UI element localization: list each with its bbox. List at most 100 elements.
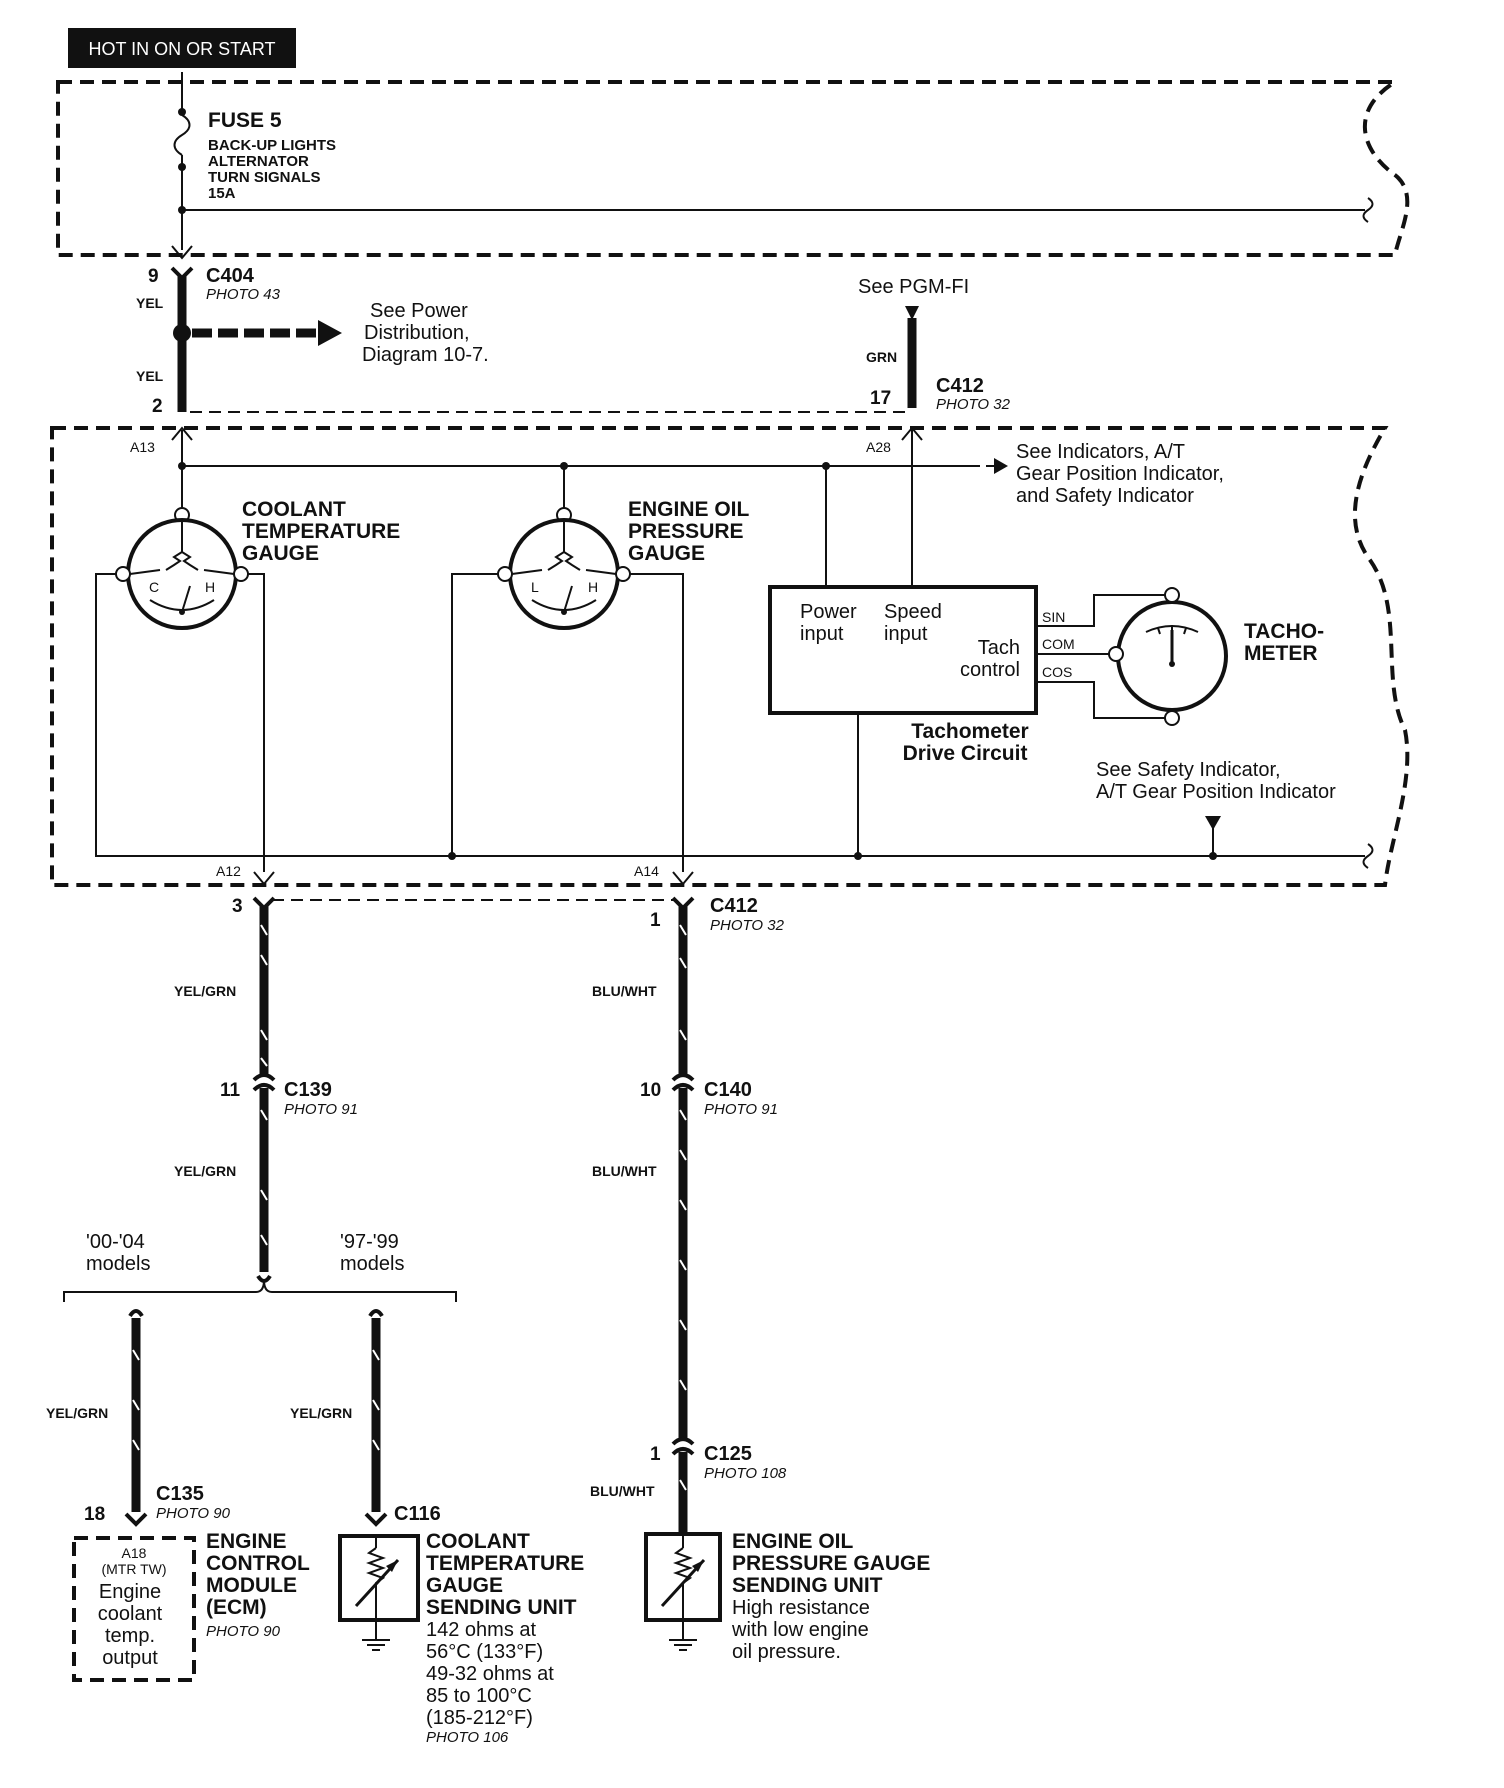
- coolant-sender-title-1: COOLANT: [426, 1530, 530, 1553]
- ecm-title-2: CONTROL: [206, 1552, 310, 1575]
- fuse-5: [173, 72, 1374, 250]
- tach-speed-input-1: Speed: [884, 601, 942, 623]
- ecm-title-4: (ECM): [206, 1596, 267, 1619]
- ground-bus: [95, 573, 1365, 857]
- oil-gauge-label-3: GAUGE: [628, 542, 705, 565]
- power-distribution-ref-2: Distribution,: [364, 322, 470, 344]
- com-label: COM: [1042, 636, 1075, 652]
- safety-ref-arrow: [1205, 816, 1221, 830]
- wire-yel-1: YEL: [136, 295, 164, 311]
- gauge-assembly-outline: [50, 426, 1410, 887]
- wire-yel-grn-1: YEL/GRN: [174, 983, 236, 999]
- coolant-sender-spec-3: 49-32 ohms at: [426, 1663, 554, 1685]
- c412-bottom-name: C412: [710, 895, 758, 917]
- coolant-sender-title-3: GAUGE: [426, 1574, 503, 1597]
- fuse-box-outline: [56, 80, 1410, 257]
- blu-wht-harness: [671, 906, 695, 1532]
- c404-name: C404: [206, 265, 255, 287]
- c125-name: C125: [704, 1443, 752, 1465]
- pin-a12: A12: [216, 863, 241, 879]
- coolant-sender-spec-2: 56°C (133°F): [426, 1641, 543, 1663]
- oil-gauge-low: L: [531, 579, 539, 595]
- c412-top-photo: PHOTO 32: [936, 396, 1011, 413]
- coolant-sender-photo: PHOTO 106: [426, 1729, 509, 1746]
- coolant-sender-title-4: SENDING UNIT: [426, 1596, 577, 1619]
- tachometer: [1108, 587, 1228, 726]
- c140-photo: PHOTO 91: [704, 1101, 778, 1118]
- oil-gauge-to-a14: [630, 573, 684, 872]
- power-distribution-ref-1: See Power: [370, 300, 468, 322]
- c404-photo: PHOTO 43: [206, 286, 281, 303]
- tach-drive-title-1: Tachometer: [911, 720, 1028, 743]
- c412-top-name: C412: [936, 375, 984, 397]
- wire-blu-wht-2: BLU/WHT: [592, 1163, 657, 1179]
- pgm-fi-ref: See PGM-FI: [858, 276, 969, 298]
- coolant-sender-spec-1: 142 ohms at: [426, 1619, 537, 1641]
- model-left-2: models: [86, 1253, 150, 1275]
- wire-yel-grn-3: YEL/GRN: [46, 1405, 108, 1421]
- sin-wire: [1036, 594, 1172, 627]
- wire-yel-grn-2: YEL/GRN: [174, 1163, 236, 1179]
- fuse-circuit-3: TURN SIGNALS: [208, 169, 321, 186]
- c404-pin-bottom: 2: [152, 396, 163, 417]
- tach-power-input-1: Power: [800, 601, 857, 623]
- oil-sender-spec-1: High resistance: [732, 1597, 870, 1619]
- coolant-sender-spec-4: 85 to 100°C: [426, 1685, 532, 1707]
- ecm-branch-wire: [124, 1309, 148, 1527]
- a12-pin: [253, 871, 275, 886]
- coolant-gauge-label-2: TEMPERATURE: [242, 520, 400, 543]
- oil-sender-title-2: PRESSURE GAUGE: [732, 1552, 930, 1575]
- tachometer-drive-circuit: [768, 585, 1038, 715]
- c116-name: C116: [394, 1503, 441, 1525]
- wire-yel-2: YEL: [136, 368, 164, 384]
- c135-name: C135: [156, 1483, 204, 1505]
- ecm-pin-label-1: A18: [122, 1545, 147, 1561]
- coolant-sender-spec-5: (185-212°F): [426, 1707, 533, 1729]
- engine-oil-pressure-gauge: [497, 466, 631, 630]
- model-right-2: models: [340, 1253, 404, 1275]
- cos-wire: [1036, 681, 1172, 719]
- ecm-title-3: MODULE: [206, 1574, 297, 1597]
- safety-ref-1: See Safety Indicator,: [1096, 759, 1281, 781]
- ecm-output-3: temp.: [105, 1625, 155, 1647]
- c404-connector: [170, 245, 194, 412]
- c135-pin: 18: [84, 1504, 105, 1525]
- c125-photo: PHOTO 108: [704, 1465, 787, 1482]
- c412-top-connector: [905, 306, 919, 408]
- tach-control-2: control: [960, 659, 1020, 681]
- blu-wht-twist-marks: [679, 924, 687, 1491]
- indicators-arrow: [994, 458, 1008, 474]
- tachometer-label-2: METER: [1244, 642, 1318, 665]
- coolant-gauge-to-a12: [248, 573, 265, 872]
- ecm-output-2: coolant: [98, 1603, 163, 1625]
- c412-top-pin: 17: [870, 388, 891, 409]
- fuse-circuit-2: ALTERNATOR: [208, 153, 309, 170]
- coolant-gauge-hot: H: [205, 579, 215, 595]
- wire-blu-wht-3: BLU/WHT: [590, 1483, 655, 1499]
- cos-label: COS: [1042, 664, 1072, 680]
- coolant-sender-title-2: TEMPERATURE: [426, 1552, 584, 1575]
- fuse-rating: 15A: [208, 185, 236, 202]
- pin-a14: A14: [634, 863, 659, 879]
- model-left-1: '00-'04: [86, 1231, 145, 1253]
- ecm-output-4: output: [102, 1647, 158, 1669]
- indicators-ref-3: and Safety Indicator: [1016, 485, 1194, 507]
- indicators-ref-1: See Indicators, A/T: [1016, 441, 1185, 463]
- tachometer-label-1: TACHO-: [1244, 620, 1324, 643]
- yel-grn-harness: [252, 906, 276, 1283]
- c125-pin: 1: [650, 1444, 661, 1465]
- power-distribution-ref-3: Diagram 10-7.: [362, 344, 489, 366]
- pin-a28: A28: [866, 439, 891, 455]
- ecm-title-1: ENGINE: [206, 1530, 287, 1553]
- c135-photo: PHOTO 90: [156, 1505, 231, 1522]
- ecm-pin-label-2: (MTR TW): [101, 1561, 166, 1577]
- oil-gauge-label-1: ENGINE OIL: [628, 498, 750, 521]
- power-distribution-arrow: [192, 320, 342, 346]
- c140-name: C140: [704, 1079, 752, 1101]
- coolant-temperature-gauge: [115, 466, 249, 630]
- coolant-sender-twist-marks: [372, 1349, 380, 1451]
- coolant-sender-branch-wire: [364, 1309, 388, 1527]
- tach-control-1: Tach: [978, 637, 1020, 659]
- power-source-text: HOT IN ON OR START: [88, 39, 275, 59]
